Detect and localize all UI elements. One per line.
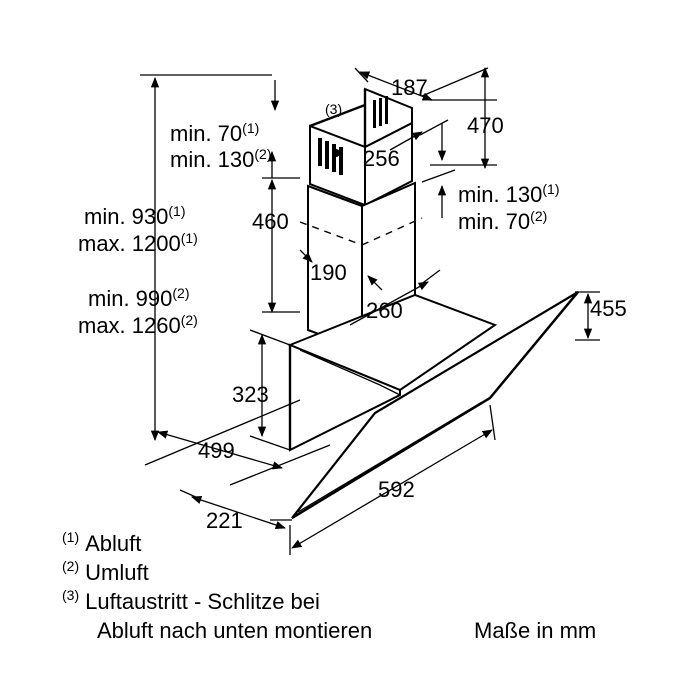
note-total-max-b: max. 1260(2): [78, 312, 198, 338]
dim-592: 592: [378, 477, 415, 502]
dim-470: 470: [467, 113, 504, 138]
slot-reference: (3): [325, 101, 342, 117]
legend-item-air-outlet: (3)Luftaustritt - Schlitze bei: [62, 587, 320, 614]
dim-260: 260: [366, 298, 403, 323]
air-outlet-slots: [318, 96, 388, 175]
legend-item-recirculation: (2)Umluft: [62, 558, 149, 585]
legend-item-exhaust: (1)Abluft: [62, 529, 142, 556]
dim-256: 256: [363, 146, 400, 171]
dim-455: 455: [590, 296, 627, 321]
dim-460: 460: [252, 209, 289, 234]
dim-190: 190: [310, 260, 347, 285]
note-total-min-b: min. 990(2): [88, 285, 190, 311]
dimension-lines: [140, 66, 600, 555]
dim-221: 221: [206, 508, 243, 533]
note-top-min-a: min. 70(1): [170, 120, 259, 146]
note-right-min-b: min. 70(2): [458, 208, 547, 234]
note-top-min-b: min. 130(2): [170, 146, 272, 172]
hood-drawing: [287, 87, 579, 520]
dim-499: 499: [198, 438, 235, 463]
note-total-min-a: min. 930(1): [84, 203, 186, 229]
note-total-max-a: max. 1200(1): [78, 230, 198, 256]
note-right-min-a: min. 130(1): [458, 181, 560, 207]
legend-item-air-outlet-continued: Abluft nach unten montieren: [97, 618, 373, 643]
dim-187: 187: [391, 75, 428, 100]
units-note: Maße in mm: [474, 618, 597, 643]
dim-323: 323: [232, 382, 269, 407]
